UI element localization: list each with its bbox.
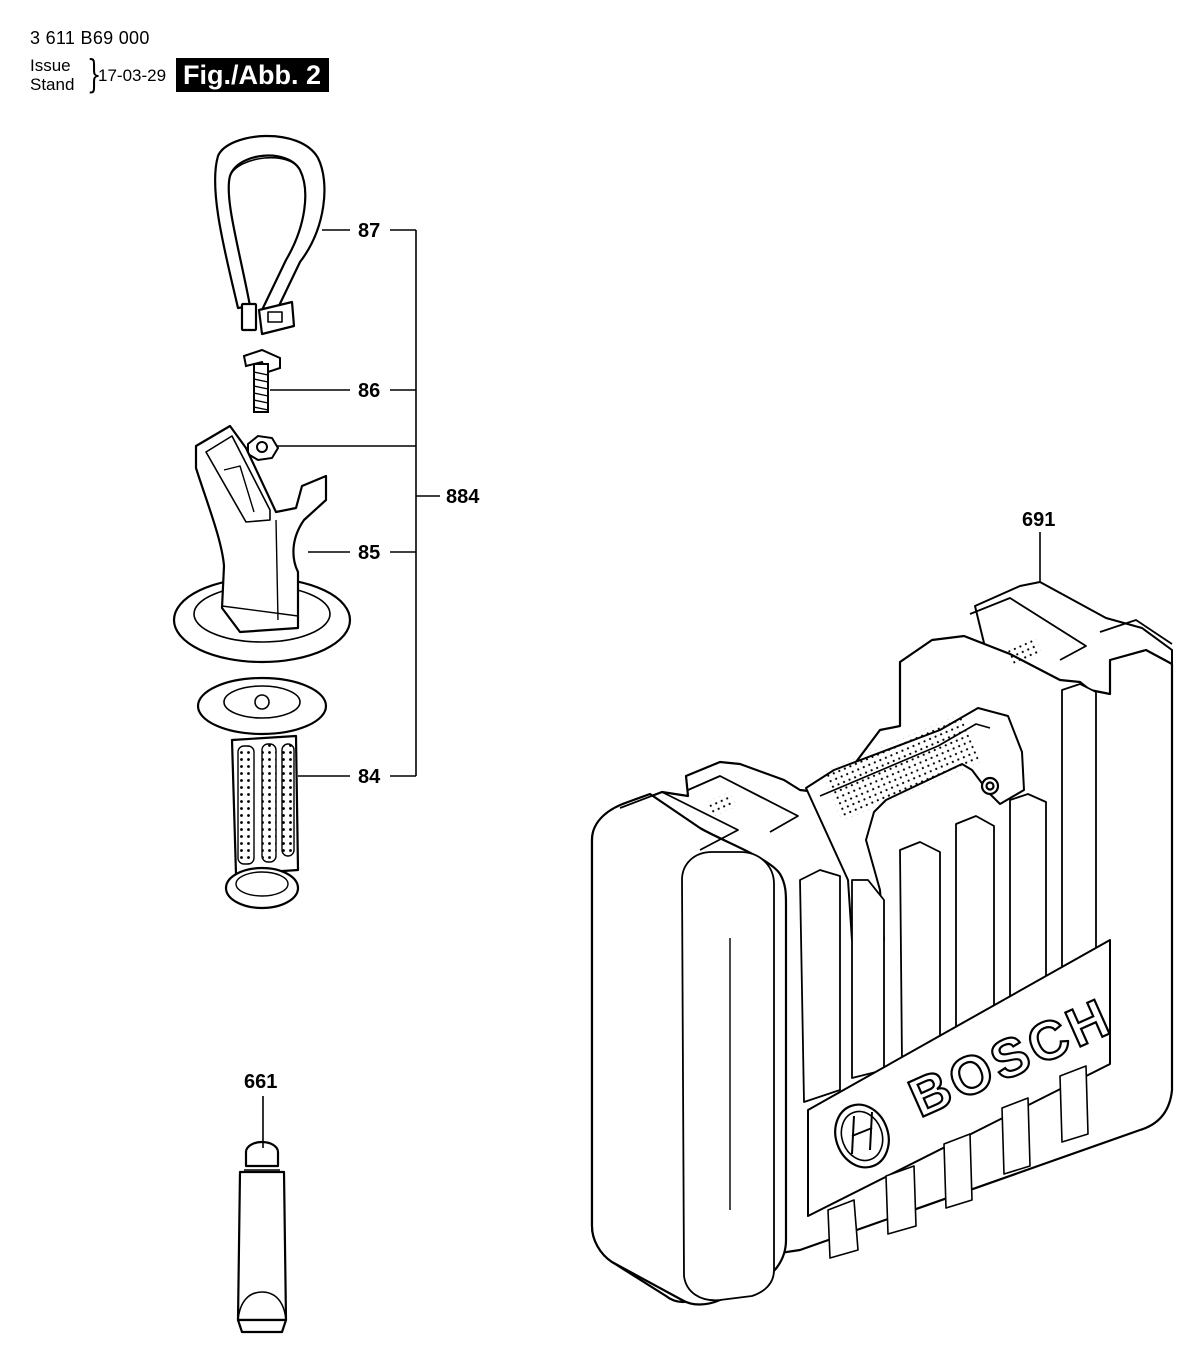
callout-87: 87 <box>358 220 380 242</box>
issue-label: Issue <box>30 56 71 75</box>
callout-84: 84 <box>358 766 381 788</box>
document-header: 3 611 B69 000 Issue Stand } 17-03-29 Fig… <box>30 28 329 94</box>
handle-body-part <box>172 424 352 664</box>
bosch-emblem <box>834 1103 890 1169</box>
issue-row: Issue Stand } 17-03-29 Fig./Abb. 2 <box>30 52 390 98</box>
callout-661: 661 <box>244 1071 277 1093</box>
issue-labels: Issue Stand <box>30 56 74 94</box>
grease-tube-part <box>236 1140 288 1334</box>
strap-part <box>214 134 326 336</box>
stand-label: Stand <box>30 75 75 94</box>
figure-badge: Fig./Abb. 2 <box>176 58 329 92</box>
hex-nut-part <box>247 434 280 462</box>
grip-part <box>196 676 328 910</box>
callout-85: 85 <box>358 542 380 564</box>
issue-date: 17-03-29 <box>98 66 167 85</box>
callout-86: 86 <box>358 380 380 402</box>
t-screw-part <box>242 348 281 413</box>
brace-glyph: } <box>86 52 102 96</box>
part-number: 3 611 B69 000 <box>30 28 150 48</box>
carrying-case-part <box>590 581 1174 1306</box>
leader-lines <box>262 229 1041 1148</box>
callout-691: 691 <box>1022 509 1055 531</box>
callout-884: 884 <box>446 486 480 508</box>
